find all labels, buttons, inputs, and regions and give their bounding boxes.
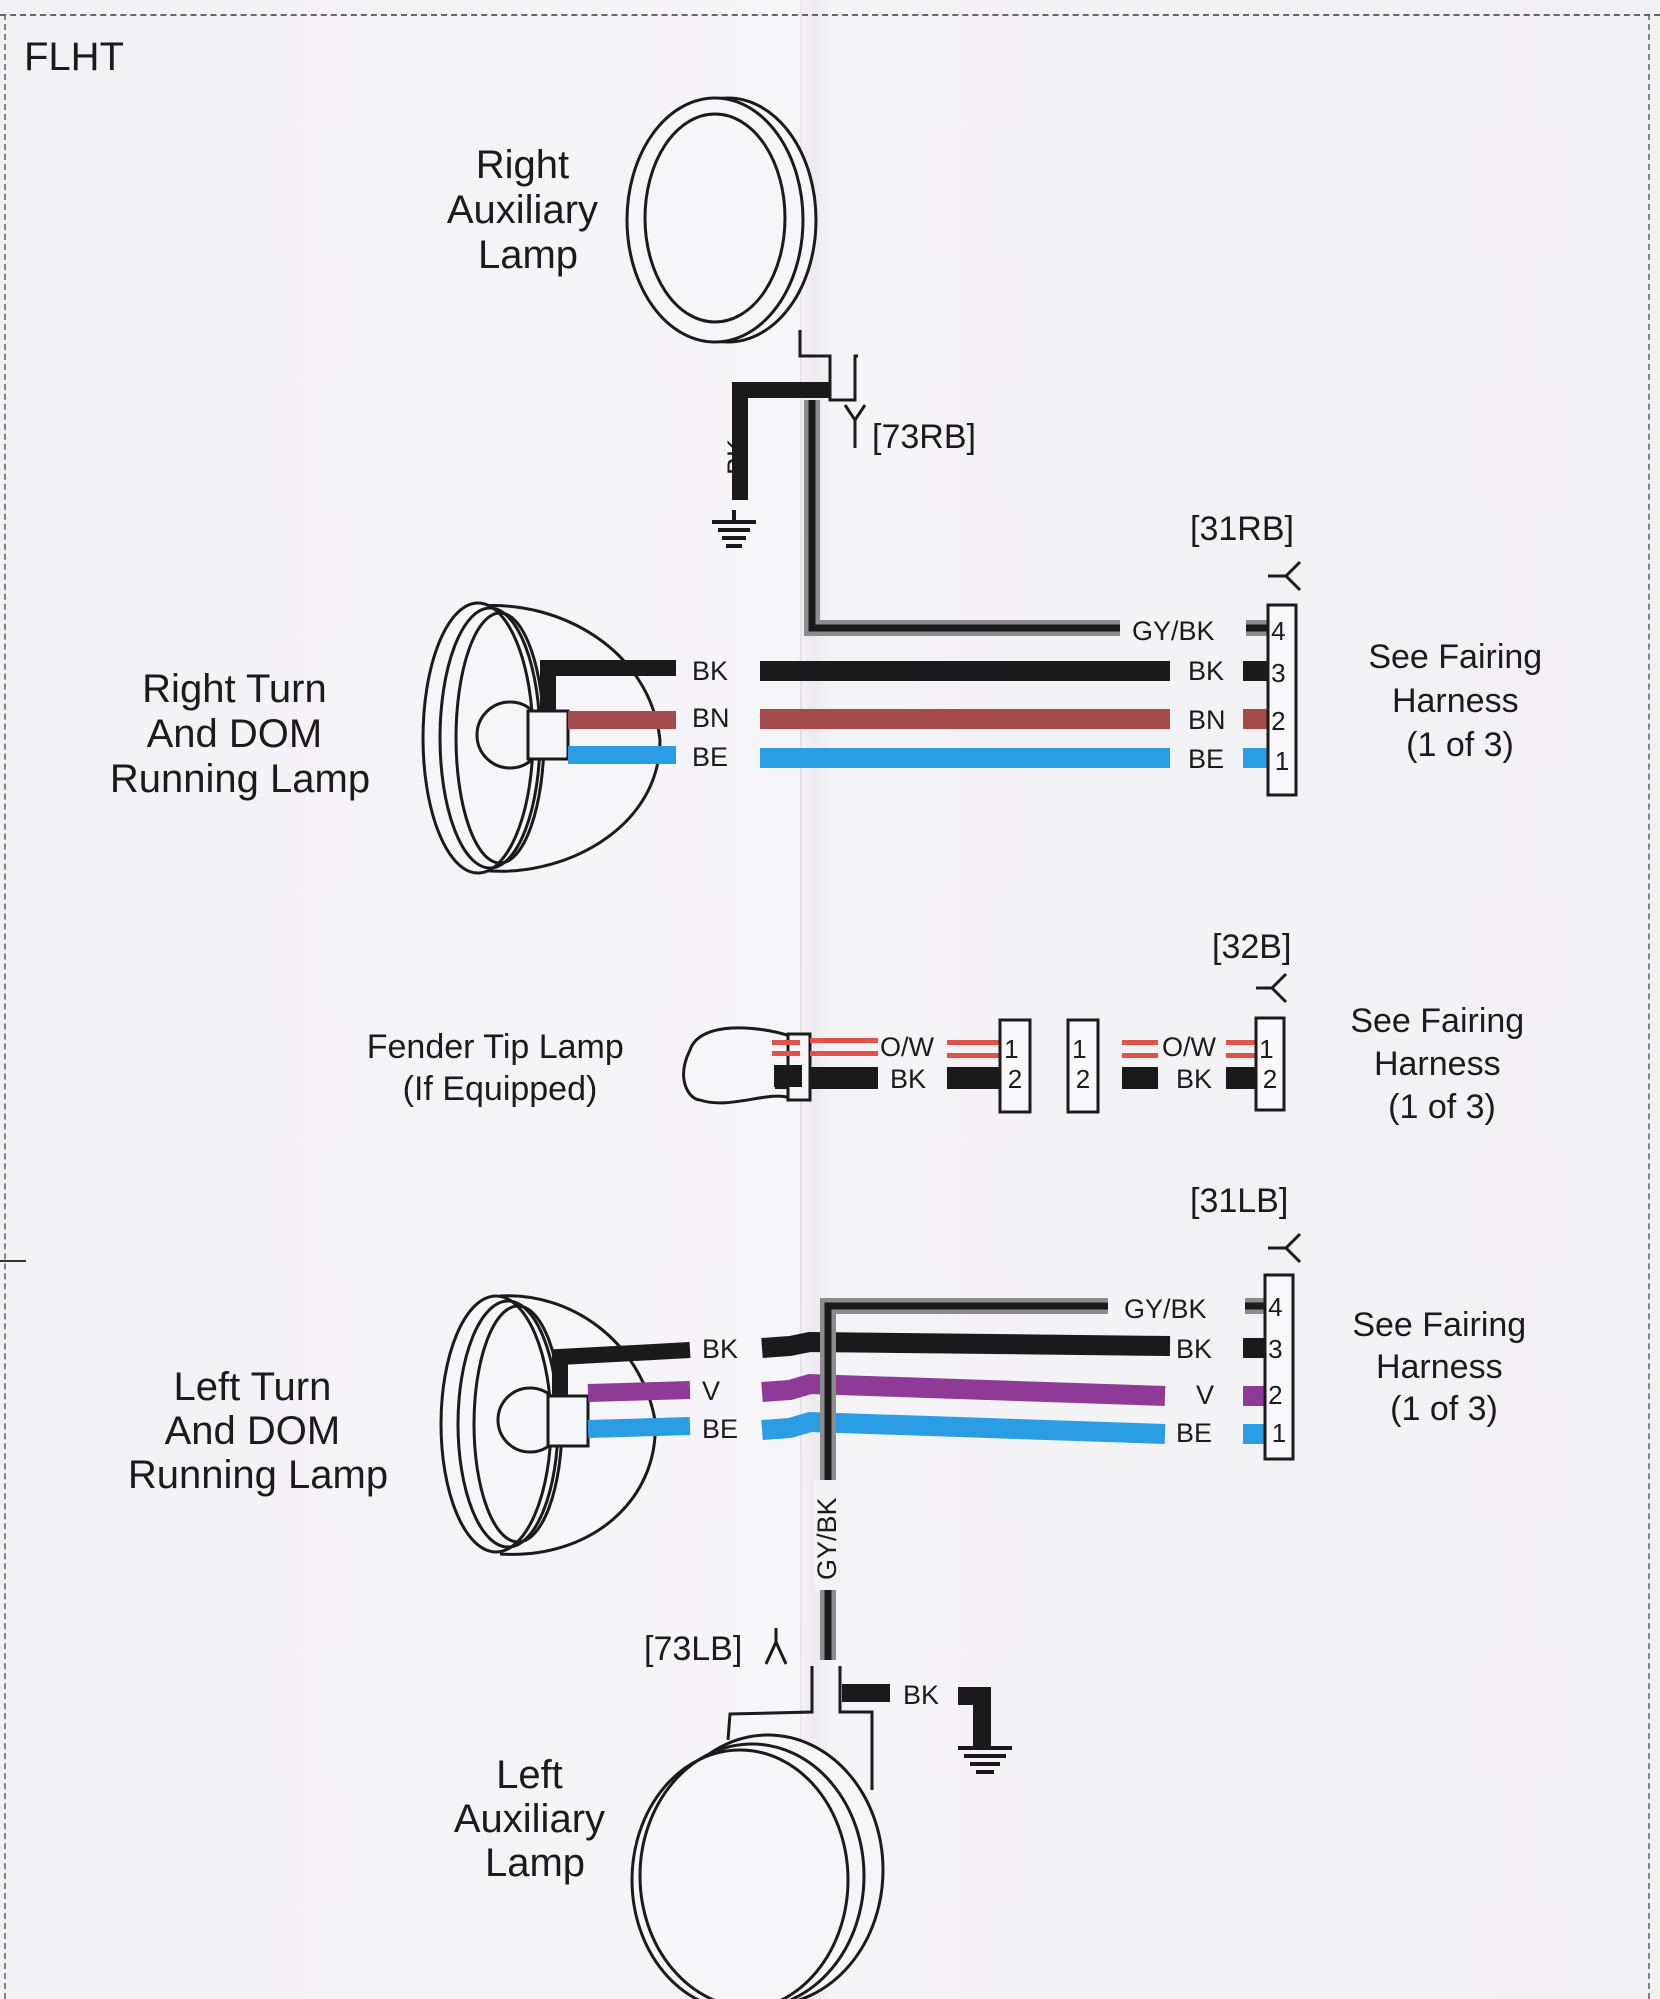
wire-label: O/W: [1162, 1032, 1217, 1062]
connector-body: [998, 1018, 1032, 1114]
ground-symbol-icon: [712, 510, 756, 548]
wire-label: BK: [692, 656, 728, 686]
wire-label: BE: [1188, 744, 1224, 774]
fender-tip-wires: [772, 1038, 1256, 1089]
connector-pins: 4 3 2 1: [1268, 1292, 1290, 1448]
wire-label: GY/BK: [1124, 1294, 1207, 1324]
fender-tip-lamp[interactable]: Fender Tip Lamp (If Equipped): [367, 1026, 812, 1108]
connector-73rb[interactable]: [73RB]: [843, 404, 976, 456]
wire-label: BE: [1176, 1418, 1212, 1448]
inline-connector-a[interactable]: 1 2: [998, 1018, 1032, 1114]
right-aux-lamp[interactable]: Right Auxiliary Lamp: [447, 96, 858, 402]
fairing-harness-note: See Fairing Harness (1 of 3): [1350, 1002, 1533, 1126]
right-aux-lamp-label: Right Auxiliary Lamp: [447, 143, 609, 277]
fairing-harness-note: See Fairing Harness (1 of 3): [1352, 1306, 1535, 1428]
wire-label: GY/BK: [812, 1497, 842, 1580]
connector-body: [1254, 1016, 1286, 1112]
right-turn-lamp[interactable]: Right Turn And DOM Running Lamp: [110, 601, 662, 875]
left-aux-lamp[interactable]: Left Auxiliary Lamp: [454, 1666, 885, 1999]
connector-id: [31RB]: [1190, 510, 1294, 548]
wire-label: BK: [1176, 1334, 1212, 1364]
right-turn-wires: [540, 660, 1268, 768]
wire-label: BK: [903, 1680, 939, 1710]
connector-id: [73LB]: [644, 1630, 742, 1668]
connector-32b[interactable]: [32B] 1 2 See Fairing Harness (1 of 3): [1212, 928, 1534, 1126]
connector-symbol-icon: [764, 1628, 788, 1665]
fender-tip-lamp-label: Fender Tip Lamp (If Equipped): [367, 1028, 633, 1108]
connector-pins: 4 3 2 1: [1271, 616, 1293, 776]
connector-symbol-icon: [1256, 972, 1288, 1004]
connector-symbol-icon: [843, 404, 867, 448]
right-aux-ground-wire: BK: [722, 382, 830, 500]
page-border-left: [4, 14, 6, 1999]
label-gap: [814, 1480, 842, 1590]
wire-label: BN: [692, 703, 730, 733]
right-turn-lamp-label: Right Turn And DOM Running Lamp: [110, 667, 370, 801]
ground-symbol-icon: [958, 1746, 1012, 1774]
left-turn-lamp-label: Left Turn And DOM Running Lamp: [128, 1365, 388, 1497]
wire-label: BK: [890, 1064, 926, 1094]
page-border-right: [1648, 14, 1650, 1999]
left-aux-ground-wire: [842, 1684, 991, 1748]
connector-73lb[interactable]: [73LB]: [644, 1628, 788, 1668]
connector-symbol-icon: [1268, 1232, 1302, 1264]
wire-label: BK: [702, 1334, 738, 1364]
left-turn-wires: [552, 1331, 1267, 1444]
connector-31lb[interactable]: [31LB] 4 3 2 1 See Fairing Harness (1 of…: [1190, 1182, 1536, 1461]
connector-id: [31LB]: [1190, 1182, 1288, 1220]
connector-body: [1066, 1018, 1100, 1114]
wire-label: O/W: [880, 1032, 935, 1062]
wire-label: BK: [1176, 1064, 1212, 1094]
paper-fold: [800, 0, 802, 1999]
left-turn-lamp[interactable]: Left Turn And DOM Running Lamp: [128, 1294, 657, 1556]
gy-bk-wire-right: [804, 400, 1268, 636]
inline-connector-b[interactable]: 1 2: [1066, 1018, 1100, 1114]
wire-label: V: [1196, 1380, 1214, 1410]
connector-id: [32B]: [1212, 928, 1291, 966]
left-aux-lamp-icon: [630, 1666, 885, 1999]
wire-label: BE: [692, 742, 728, 772]
right-aux-lamp-icon: [625, 96, 858, 402]
connector-pins: 1 2: [1259, 1034, 1281, 1094]
connector-pins: 1 2: [1072, 1034, 1094, 1094]
left-aux-lamp-label: Left Auxiliary Lamp: [454, 1753, 616, 1885]
connector-31rb[interactable]: [31RB] 4 3 2 1 See Fairing Harness (1 of…: [1190, 510, 1552, 797]
page-border-top: [0, 0, 1660, 16]
page-edge-tick: [0, 1260, 26, 1262]
wire-label: GY/BK: [1132, 616, 1215, 646]
fairing-harness-note: See Fairing Harness (1 of 3): [1368, 638, 1551, 764]
wire-label: BK: [722, 439, 752, 475]
model-code: FLHT: [24, 35, 124, 79]
connector-body: [1266, 603, 1298, 797]
wire-label: BK: [1188, 656, 1224, 686]
connector-symbol-icon: [1268, 560, 1302, 592]
connector-body: [1263, 1273, 1295, 1461]
connector-pins: 1 2: [1004, 1034, 1026, 1094]
right-turn-lamp-icon: [421, 601, 662, 875]
wire-label: V: [702, 1376, 720, 1406]
wire-label: BE: [702, 1414, 738, 1444]
connector-id: [73RB]: [872, 418, 976, 456]
wire-label: BN: [1188, 705, 1226, 735]
